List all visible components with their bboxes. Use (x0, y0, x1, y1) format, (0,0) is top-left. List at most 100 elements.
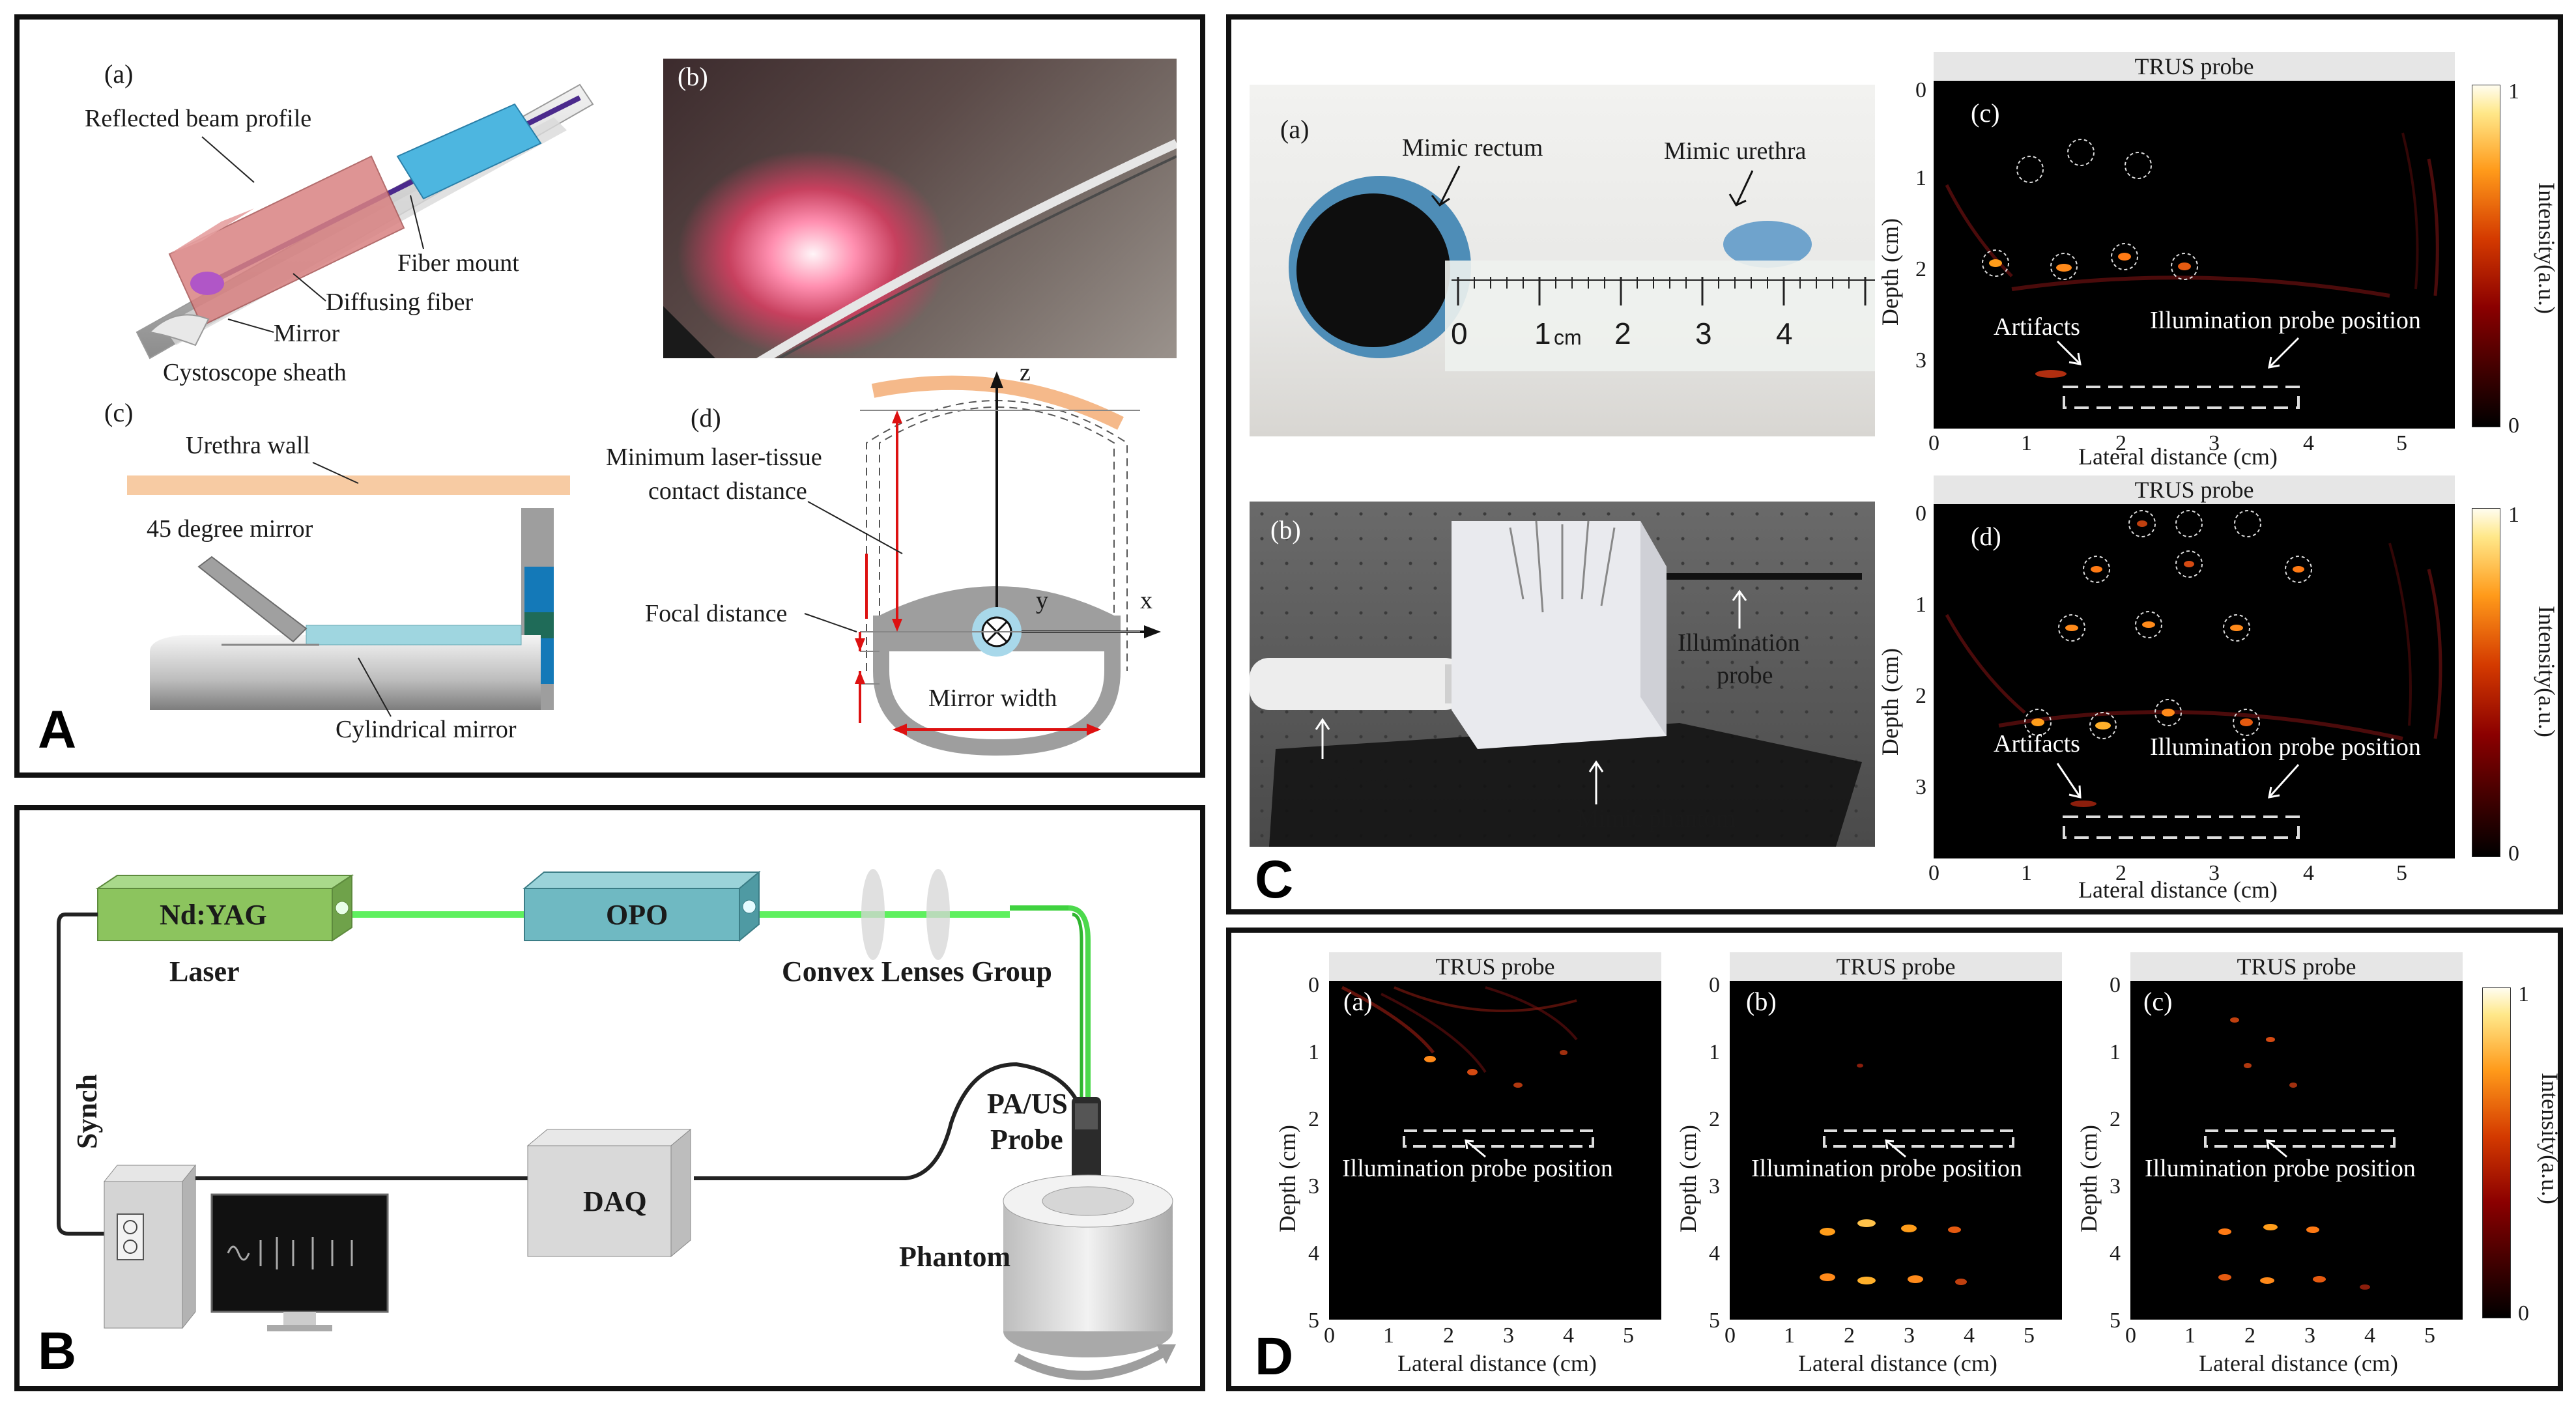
d-b-ytick-5: 5 (1709, 1309, 1720, 1333)
label-z-axis: z (1020, 359, 1031, 386)
d-a-ytick-0: 0 (1308, 973, 1319, 997)
panel-a-letter: A (38, 700, 77, 759)
d-c-ytick-3: 3 (2110, 1174, 2121, 1198)
d-a-title: TRUS probe (1329, 952, 1661, 981)
d-a-xlabel: Lateral distance (cm) (1397, 1350, 1597, 1376)
c-sub-a: (a) (1280, 115, 1309, 144)
d-c-illum: Illumination probe position (2145, 1155, 2416, 1182)
side-view-diagram (150, 508, 554, 710)
c-a-leader-lines (1431, 165, 1754, 207)
c-c-ytick-3: 3 (1915, 348, 1926, 373)
c-c-xtick-1: 1 (2021, 431, 2032, 455)
d-c-ytick-0: 0 (2110, 973, 2121, 997)
panel-c-letter: C (1255, 850, 1294, 909)
panel-d-letter: D (1255, 1327, 1294, 1386)
d-c-xtick-2: 2 (2244, 1324, 2255, 1348)
d-cb-label: Intensity(a.u.) (2537, 1073, 2563, 1204)
a-sub-b: (b) (678, 62, 708, 91)
a-sub-a: (a) (104, 59, 134, 89)
d-a-ytick-5: 5 (1308, 1309, 1319, 1333)
c-sub-d: (d) (1971, 522, 2001, 551)
label-mimic-urethra: Mimic urethra (1664, 137, 1807, 165)
c-c-ytick-0: 0 (1915, 78, 1926, 102)
label-min-distance-2: contact distance (648, 477, 807, 505)
d-a-ytick-2: 2 (1308, 1107, 1319, 1131)
label-cylindrical-mirror: Cylindrical mirror (336, 716, 517, 743)
d-a-ylabel: Depth (cm) (1274, 1125, 1300, 1232)
label-ndyag: Nd:YAG (160, 899, 267, 931)
c-c-cb-label: Intensity(a.u.) (2534, 182, 2560, 314)
label-synch: Synch (71, 1074, 103, 1149)
d-b-ytick-1: 1 (1709, 1040, 1720, 1064)
label-min-distance-1: Minimum laser-tissue (606, 444, 822, 471)
c-sub-b: (b) (1270, 515, 1301, 545)
c-c-ylabel: Depth (cm) (1877, 218, 1903, 326)
label-mimic-phantom: Mimic phantom (1577, 805, 1736, 832)
d-a-illum: Illumination probe position (1342, 1155, 1613, 1182)
c-c-cb-top: 1 (2508, 79, 2519, 104)
c-d-ytick-2: 2 (1915, 684, 1926, 708)
d-c-ytick-2: 2 (2110, 1107, 2121, 1131)
c-c-title: TRUS probe (1934, 52, 2455, 81)
label-laser: Laser (169, 956, 240, 987)
d-b-xlabel: Lateral distance (cm) (1798, 1350, 1997, 1376)
label-fiber-mount: Fiber mount (397, 249, 519, 277)
c-d-ylabel: Depth (cm) (1877, 648, 1903, 756)
panel-b-letter: B (38, 1322, 77, 1381)
label-mirror-width: Mirror width (928, 685, 1057, 712)
c-d-cb-top: 1 (2508, 503, 2519, 527)
c-d-xtick-2: 2 (2115, 861, 2126, 885)
d-c-xtick-0: 0 (2125, 1324, 2136, 1348)
c-c-xtick-5: 5 (2396, 431, 2407, 455)
d-b-xtick-3: 3 (1904, 1324, 1915, 1348)
d-a-xtick-5: 5 (1623, 1324, 1634, 1348)
c-d-title: TRUS probe (1934, 475, 2455, 504)
pa-image-d-b (1730, 981, 2062, 1320)
d-b-ytick-2: 2 (1709, 1107, 1720, 1131)
d-cb-top: 1 (2518, 982, 2529, 1006)
d-b-xtick-5: 5 (2024, 1324, 2035, 1348)
panel-d: D TRUS probe (a) Illumination probe posi… (1226, 928, 2563, 1391)
ruler-label-4: 4 (1776, 317, 1793, 350)
d-b-sub: (b) (1746, 987, 1777, 1016)
label-y-axis: y (1036, 587, 1048, 614)
d-c-ytick-4: 4 (2110, 1241, 2121, 1266)
label-focal-distance: Focal distance (645, 600, 788, 627)
cross-section-diagram (855, 371, 1161, 756)
c-d-artifacts: Artifacts (1994, 730, 2080, 758)
c-d-colorbar (2472, 508, 2500, 857)
d-b-ytick-0: 0 (1709, 973, 1720, 997)
pa-image-d-a (1329, 981, 1661, 1320)
c-b-leader-lines (1315, 589, 1747, 804)
c-c-illum: Illumination probe position (2150, 307, 2421, 334)
photo-light-emission (663, 59, 1177, 358)
d-a-arrow (1465, 1139, 1486, 1158)
a-sub-d: (d) (691, 403, 721, 432)
d-a-xtick-0: 0 (1324, 1324, 1335, 1348)
c-leader-lines (312, 462, 392, 717)
cystoscope-render (136, 83, 594, 360)
d-b-title: TRUS probe (1730, 952, 2062, 981)
label-cystoscope-sheath: Cystoscope sheath (163, 359, 347, 386)
d-c-xtick-1: 1 (2184, 1324, 2196, 1348)
c-sub-c: (c) (1971, 98, 2000, 128)
c-d-cb-bottom: 0 (2508, 842, 2519, 866)
d-a-xtick-4: 4 (1563, 1324, 1574, 1348)
d-a-xtick-3: 3 (1503, 1324, 1514, 1348)
c-d-xtick-0: 0 (1928, 861, 1939, 885)
d-a-ytick-3: 3 (1308, 1174, 1319, 1198)
c-d-ytick-0: 0 (1915, 502, 1926, 526)
d-c-xtick-3: 3 (2304, 1324, 2315, 1348)
c-c-artifacts: Artifacts (1994, 313, 2080, 341)
a-leader-lines (201, 136, 424, 333)
pa-image-d (1934, 504, 2455, 858)
c-c-ytick-2: 2 (1915, 257, 1926, 281)
d-leader-lines (804, 501, 903, 632)
label-illumination-2: probe (1717, 662, 1773, 689)
d-b-ytick-4: 4 (1709, 1241, 1720, 1266)
d-c-sub: (c) (2143, 987, 2173, 1016)
d-b-ytick-3: 3 (1709, 1174, 1720, 1198)
d-b-illum: Illumination probe position (1751, 1155, 2022, 1182)
d-a-sub: (a) (1343, 987, 1373, 1016)
d-b-arrow (1885, 1139, 1906, 1158)
